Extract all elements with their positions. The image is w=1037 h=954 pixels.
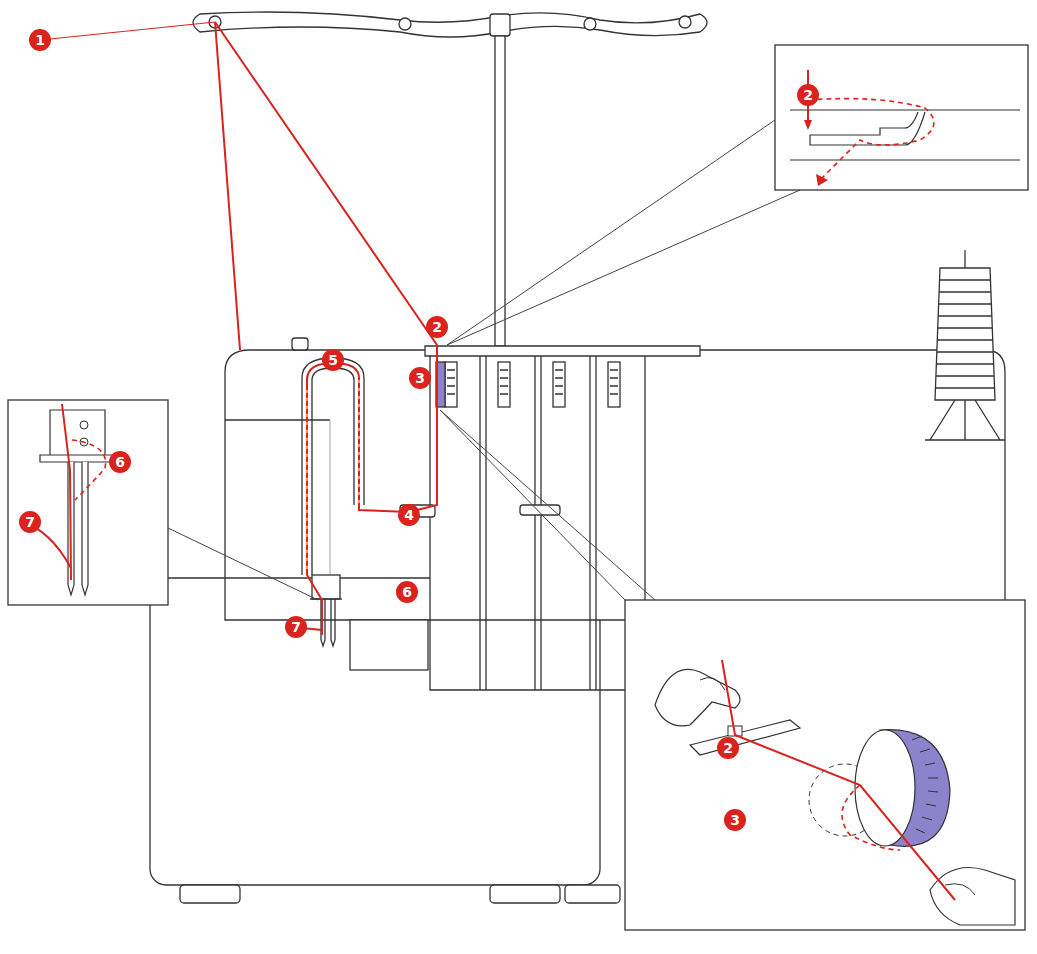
thread-dots — [307, 380, 359, 570]
thread-cone — [935, 268, 995, 400]
screw — [80, 421, 88, 429]
callout-number: 4 — [398, 504, 420, 526]
foot — [565, 885, 620, 903]
spool-pin — [964, 250, 965, 268]
callout-number: 2 — [797, 84, 819, 106]
thread-guide — [520, 505, 560, 515]
thread — [62, 404, 71, 580]
column-line — [479, 350, 480, 690]
thread — [215, 22, 437, 635]
foot — [180, 885, 240, 903]
leader-lines — [168, 120, 800, 600]
tension-dial — [498, 362, 510, 407]
leader-line — [440, 410, 655, 600]
thread-arrow — [816, 174, 828, 186]
tension-dial — [553, 362, 565, 407]
take-up-guide — [302, 358, 364, 575]
hand-detail — [700, 678, 725, 690]
inset-left — [8, 400, 168, 605]
callout-number: 6 — [396, 581, 418, 603]
thread-arrow — [804, 120, 812, 130]
needle-clamp — [40, 410, 115, 462]
foot — [490, 885, 560, 903]
inset-frame — [625, 600, 1025, 930]
tension-dial — [445, 362, 457, 407]
callout-number: 2 — [426, 316, 448, 338]
callout-number: 5 — [322, 349, 344, 371]
thread-guide-hole — [679, 16, 691, 28]
thread — [215, 22, 240, 350]
callout-number: 7 — [19, 511, 41, 533]
leader-line — [168, 528, 318, 600]
hand — [930, 868, 1015, 926]
needles — [321, 599, 335, 646]
take-up-guide — [312, 368, 354, 575]
body-line — [225, 419, 330, 420]
column-line — [485, 350, 486, 690]
callout-number: 3 — [409, 367, 431, 389]
stand-pole — [495, 36, 505, 346]
front-cover — [350, 620, 428, 670]
dial-face — [855, 730, 915, 846]
upper-body — [225, 350, 1005, 620]
thread-route — [842, 785, 900, 850]
column-line — [589, 350, 590, 690]
guide-plate — [690, 720, 800, 755]
inset-frame — [775, 45, 1028, 190]
dial-ticks — [912, 736, 938, 833]
column-line — [540, 350, 541, 690]
stand-hub — [490, 14, 510, 36]
inset-bottom-right — [625, 600, 1025, 930]
column-line — [595, 350, 596, 690]
thread-guide-hole — [584, 18, 596, 30]
guide-plate — [425, 346, 700, 356]
callout-number: 2 — [717, 737, 739, 759]
spool-stand — [925, 400, 1005, 440]
inset-frame — [8, 400, 168, 605]
leader-line — [447, 120, 800, 345]
dial-ticks — [447, 370, 618, 394]
thread — [722, 660, 955, 900]
column-line — [534, 350, 535, 690]
body-line — [329, 420, 330, 578]
callout-number: 6 — [109, 451, 131, 473]
callout-number: 1 — [29, 29, 51, 51]
guide-detail — [790, 110, 1020, 160]
thread-stand — [193, 12, 707, 346]
thread-route — [808, 99, 934, 180]
spool — [925, 250, 1005, 440]
knob — [292, 338, 308, 350]
thread — [40, 22, 215, 40]
stand-bar — [193, 12, 707, 37]
thread-guide-hole — [399, 18, 411, 30]
tension-dial — [608, 362, 620, 407]
base — [150, 578, 600, 885]
hand — [655, 669, 740, 725]
callout-number: 3 — [724, 809, 746, 831]
inset-top-right — [775, 45, 1028, 190]
cone-lines — [935, 280, 995, 388]
thread-route — [72, 440, 106, 500]
needle-clamp — [312, 575, 340, 599]
callout-number: 7 — [285, 616, 307, 638]
